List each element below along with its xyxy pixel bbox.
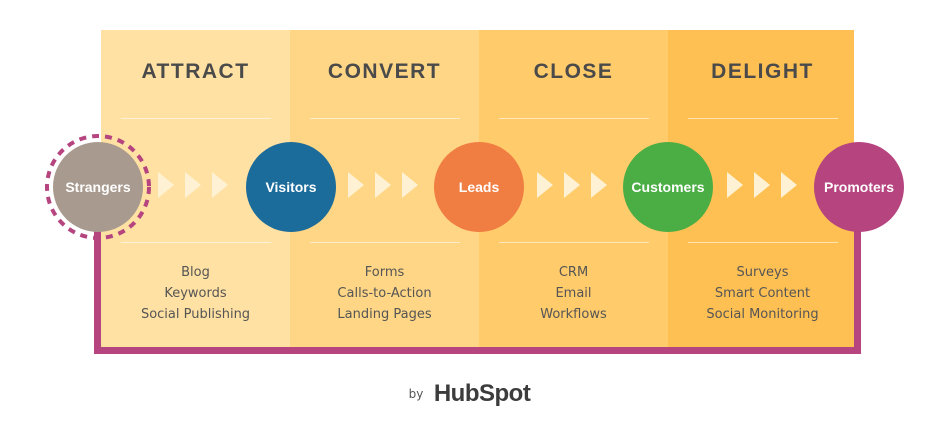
tool-item: Workflows xyxy=(540,307,607,322)
stage-title-close: CLOSE xyxy=(533,60,614,83)
chevron-right-icon xyxy=(212,172,228,198)
divider xyxy=(688,242,838,243)
node-customers: Customers xyxy=(623,142,713,232)
node-visitors: Visitors xyxy=(246,142,336,232)
chevron-right-icon xyxy=(537,172,553,198)
chevron-right-icon xyxy=(158,172,174,198)
tool-item: Social Monitoring xyxy=(706,307,819,322)
tools-attract: Blog Keywords Social Publishing xyxy=(101,262,290,325)
tool-item: Forms xyxy=(364,265,405,280)
chevron-right-icon xyxy=(348,172,364,198)
chevron-right-icon xyxy=(564,172,580,198)
tools-convert: Forms Calls-to-Action Landing Pages xyxy=(290,262,479,325)
stage-title-delight: DELIGHT xyxy=(711,60,814,83)
dashed-ring xyxy=(45,134,151,240)
chevron-right-icon xyxy=(185,172,201,198)
tool-item: Calls-to-Action xyxy=(337,286,432,301)
node-promoters: Promoters xyxy=(814,142,904,232)
hubspot-logo: HubSpot xyxy=(433,380,531,407)
tools-delight: Surveys Smart Content Social Monitoring xyxy=(668,262,857,325)
node-leads: Leads xyxy=(434,142,524,232)
chevron-right-icon xyxy=(591,172,607,198)
chevron-right-icon xyxy=(754,172,770,198)
divider xyxy=(499,118,649,119)
chevron-right-icon xyxy=(781,172,797,198)
node-strangers: Strangers xyxy=(53,142,143,232)
by-text: by xyxy=(408,387,424,401)
node-label: Customers xyxy=(631,179,705,195)
loop-frame-left xyxy=(94,228,101,354)
divider xyxy=(499,242,649,243)
divider xyxy=(121,118,271,119)
tool-item: Social Publishing xyxy=(140,307,251,322)
tool-item: Email xyxy=(555,286,592,301)
stage-title-convert: CONVERT xyxy=(327,60,442,83)
tool-item: Keywords xyxy=(164,286,227,301)
node-label: Leads xyxy=(458,179,500,195)
chevron-right-icon xyxy=(402,172,418,198)
tool-item: Blog xyxy=(181,265,210,280)
tool-item: CRM xyxy=(558,265,589,280)
divider xyxy=(310,118,460,119)
footer-byline: by HubSpot xyxy=(0,380,939,408)
divider xyxy=(310,242,460,243)
divider xyxy=(121,242,271,243)
chevron-right-icon xyxy=(727,172,743,198)
loop-frame-right xyxy=(854,228,861,354)
chevron-right-icon xyxy=(375,172,391,198)
node-label: Strangers xyxy=(65,179,131,195)
divider xyxy=(688,118,838,119)
stage-title-attract: ATTRACT xyxy=(141,60,250,83)
node-label: Visitors xyxy=(265,179,317,195)
tools-close: CRM Email Workflows xyxy=(479,262,668,325)
tool-item: Surveys xyxy=(736,265,789,280)
node-label: Promoters xyxy=(823,179,895,195)
tool-item: Landing Pages xyxy=(337,307,432,322)
tool-item: Smart Content xyxy=(714,286,811,301)
loop-frame-bottom xyxy=(94,347,861,354)
